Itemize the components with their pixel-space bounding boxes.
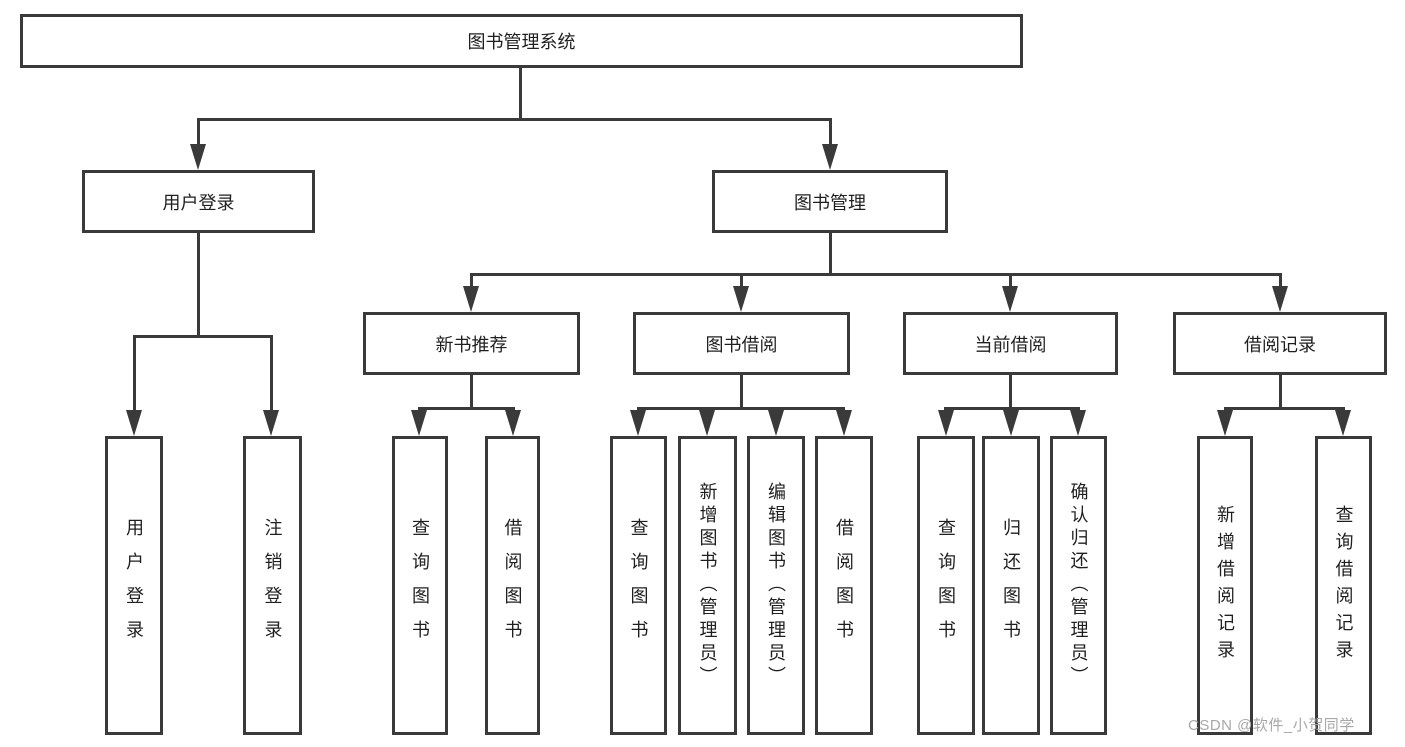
node-root-library-system: 图书管理系统 — [20, 14, 1023, 68]
connector-mgmt-drop-4 — [1279, 273, 1282, 289]
node-label: 用户登录 — [162, 192, 235, 213]
node-label: 用户登录 — [124, 517, 144, 654]
arrowhead-icon — [1272, 286, 1288, 312]
node-book-management-branch: 图书管理 — [712, 170, 948, 233]
connector-login-drop-2 — [270, 335, 273, 413]
node-new-book-recommend: 新书推荐 — [363, 312, 580, 375]
connector-root-drop-left — [197, 118, 200, 148]
node-label: 借阅记录 — [1244, 334, 1316, 355]
node-label: 借阅图书 — [834, 517, 854, 654]
node-label: 图书借阅 — [705, 334, 778, 355]
connector-mgmt-drop-3 — [1009, 273, 1012, 289]
node-label: 新书推荐 — [435, 334, 508, 355]
connector-mgmt-rail — [470, 273, 1282, 276]
arrowhead-icon — [190, 144, 206, 170]
arrowhead-icon — [1217, 410, 1233, 436]
arrowhead-icon — [1070, 410, 1086, 436]
node-label: 查询图书 — [410, 517, 430, 654]
connector-root-stem — [519, 68, 522, 121]
connector-recommend-stem — [470, 375, 473, 410]
node-label: 图书管理 — [794, 192, 866, 213]
node-leaf-logout: 注销登录 — [243, 436, 302, 735]
connector-borrow-stem — [740, 375, 743, 410]
node-leaf-add-borrow-record: 新增借阅记录 — [1197, 436, 1253, 735]
arrowhead-icon — [938, 410, 954, 436]
node-leaf-add-books-admin: 新增图书（管理员） — [678, 436, 737, 735]
node-label: 查询图书 — [628, 517, 649, 654]
node-book-borrow: 图书借阅 — [633, 312, 850, 375]
node-leaf-edit-books-admin: 编辑图书（管理员） — [747, 436, 805, 735]
arrowhead-icon — [768, 410, 784, 436]
connector-mgmt-stem — [829, 233, 832, 276]
connector-mgmt-drop-1 — [470, 273, 473, 289]
arrowhead-icon — [126, 410, 142, 436]
node-label: 确认归还（管理员） — [1068, 482, 1089, 689]
connector-login-rail — [133, 335, 273, 338]
arrowhead-icon — [836, 410, 852, 436]
node-leaf-user-login: 用户登录 — [105, 436, 163, 735]
connector-root-rail — [197, 118, 832, 121]
node-borrow-records: 借阅记录 — [1173, 312, 1387, 375]
connector-current-stem — [1009, 375, 1012, 410]
node-user-login-branch: 用户登录 — [82, 170, 315, 233]
connector-login-drop-1 — [133, 335, 136, 413]
node-label: 当前借阅 — [974, 334, 1047, 355]
connector-mgmt-drop-2 — [740, 273, 743, 289]
node-label: 借阅图书 — [502, 517, 523, 654]
node-label: 图书管理系统 — [467, 32, 576, 52]
connector-recommend-rail — [418, 407, 515, 410]
connector-login-stem — [197, 233, 200, 338]
node-label: 查询图书 — [936, 517, 956, 654]
connector-root-drop-right — [829, 118, 832, 148]
connector-borrow-rail — [637, 407, 845, 410]
arrowhead-icon — [411, 410, 427, 436]
node-leaf-borrow-books: 借阅图书 — [815, 436, 873, 735]
arrowhead-icon — [1002, 286, 1018, 312]
node-leaf-query-books-borrow: 查询图书 — [610, 436, 667, 735]
node-leaf-return-books: 归还图书 — [982, 436, 1040, 735]
node-label: 归还图书 — [1001, 517, 1021, 654]
node-label: 编辑图书（管理员） — [766, 482, 786, 689]
node-label: 新增借阅记录 — [1215, 504, 1235, 667]
arrowhead-icon — [1003, 410, 1019, 436]
node-leaf-query-borrow-record: 查询借阅记录 — [1315, 436, 1372, 735]
csdn-watermark: CSDN @软件_小贺同学 — [1188, 717, 1355, 734]
arrowhead-icon — [699, 410, 715, 436]
arrowhead-icon — [822, 144, 838, 170]
arrowhead-icon — [630, 410, 646, 436]
arrowhead-icon — [733, 286, 749, 312]
node-label: 查询借阅记录 — [1333, 504, 1354, 667]
arrowhead-icon — [1335, 410, 1351, 436]
node-label: 注销登录 — [262, 517, 283, 654]
arrowhead-icon — [263, 410, 279, 436]
arrowhead-icon — [505, 410, 521, 436]
node-current-borrow: 当前借阅 — [903, 312, 1118, 375]
connector-records-stem — [1279, 375, 1282, 410]
node-leaf-borrow-books-recommend: 借阅图书 — [485, 436, 540, 735]
connector-records-rail — [1224, 407, 1345, 410]
connector-current-rail — [944, 407, 1080, 410]
node-label: 新增图书（管理员） — [697, 482, 718, 689]
node-leaf-confirm-return-admin: 确认归还（管理员） — [1050, 436, 1107, 735]
node-leaf-query-books-current: 查询图书 — [917, 436, 975, 735]
arrowhead-icon — [463, 286, 479, 312]
node-leaf-query-books-recommend: 查询图书 — [392, 436, 448, 735]
